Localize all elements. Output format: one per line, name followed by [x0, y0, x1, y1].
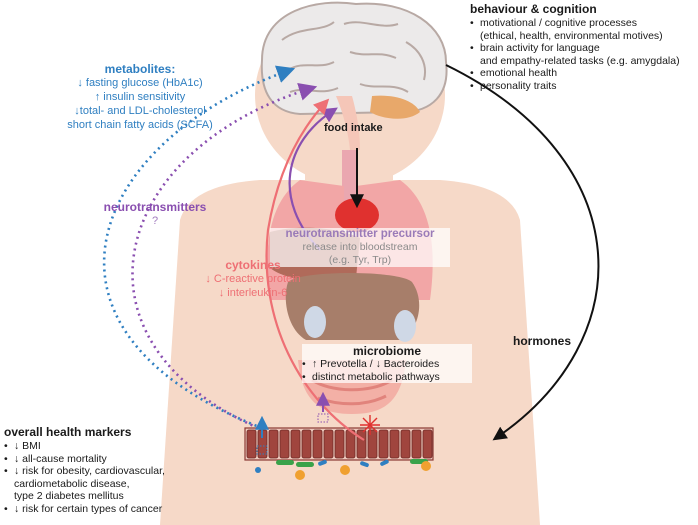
cytokines-block: cytokines ↓ C-reactive protein ↓ interle…: [188, 258, 318, 300]
precursor-title: neurotransmitter precursor: [285, 228, 435, 240]
epithelial-cell: [268, 429, 279, 459]
epithelial-cell: [400, 429, 411, 459]
health-item: ↓ BMI: [4, 440, 165, 453]
epithelial-cell: [334, 429, 345, 459]
precursor-block: neurotransmitter precursor release into …: [270, 228, 450, 267]
stomach: [335, 198, 379, 232]
epithelial-cell: [290, 429, 301, 459]
cytokines-line: ↓ C-reactive protein: [205, 273, 301, 285]
metabolites-line: ↑ insulin sensitivity: [94, 91, 186, 103]
epithelial-cell: [378, 429, 389, 459]
precursor-line: (e.g. Tyr, Trp): [328, 254, 392, 266]
hormones-arrow: [445, 64, 600, 441]
behaviour-item: motivational / cognitive processes(ethic…: [470, 17, 680, 42]
epithelial-cell: [279, 429, 290, 459]
microbiome-item: distinct metabolic pathways: [302, 371, 472, 384]
behaviour-title: behaviour & cognition: [470, 2, 597, 16]
neurotransmitters-question: ?: [151, 215, 159, 227]
health-item: ↓ all-cause mortality: [4, 453, 165, 466]
epithelial-cell: [367, 429, 378, 459]
health-item: ↓ risk for obesity, cardiovascular,cardi…: [4, 465, 165, 503]
health-markers-title: overall health markers: [4, 425, 132, 439]
health-item: ↓ risk for certain types of cancer: [4, 503, 165, 516]
metabolites-block: metabolites: ↓ fasting glucose (HbA1c) ↑…: [40, 62, 240, 132]
cytokines-title: cytokines: [225, 258, 281, 272]
epithelial-cell: [356, 429, 367, 459]
bacteria: [255, 459, 431, 480]
precursor-line: release into bloodstream: [302, 241, 418, 253]
microbiome-item: ↑ Prevotella / ↓ Bacteroides: [302, 358, 472, 371]
kidney-left: [304, 306, 326, 338]
metabolites-line: ↓total- and LDL-cholesterol: [74, 105, 206, 117]
epithelial-cell: [301, 429, 312, 459]
neurotransmitters-block: neurotransmitters ?: [90, 200, 220, 228]
neurotransmitters-title: neurotransmitters: [103, 200, 207, 214]
neurotransmitters-dotted-arrow: [131, 83, 318, 430]
epithelial-cell: [312, 429, 323, 459]
brain: [260, 1, 448, 150]
epithelial-cell: [246, 429, 257, 459]
hormones-label: hormones: [513, 334, 572, 348]
inflammation-burst: [360, 415, 380, 435]
epithelial-cell: [389, 429, 400, 459]
metabolites-title: metabolites:: [104, 62, 176, 76]
microbiome-title: microbiome: [352, 344, 421, 358]
health-markers-list: ↓ BMI ↓ all-cause mortality ↓ risk for o…: [4, 440, 165, 516]
behaviour-list: motivational / cognitive processes(ethic…: [470, 17, 680, 93]
cytokines-line: ↓ interleukin-6: [218, 287, 288, 299]
kidney-right: [394, 310, 416, 342]
metabolites-line: short chain fatty acids (SCFA): [67, 119, 213, 131]
food-intake-label: food intake: [324, 122, 383, 134]
metabolites-line: ↓ fasting glucose (HbA1c): [77, 77, 203, 89]
behaviour-item: emotional health: [470, 67, 680, 80]
epithelial-cell: [422, 429, 433, 459]
microbiome-block: microbiome ↑ Prevotella / ↓ Bacteroides …: [302, 344, 472, 384]
epithelial-cell: [411, 429, 422, 459]
behaviour-item: personality traits: [470, 80, 680, 93]
epithelium: [244, 427, 434, 461]
epithelial-cell: [323, 429, 334, 459]
